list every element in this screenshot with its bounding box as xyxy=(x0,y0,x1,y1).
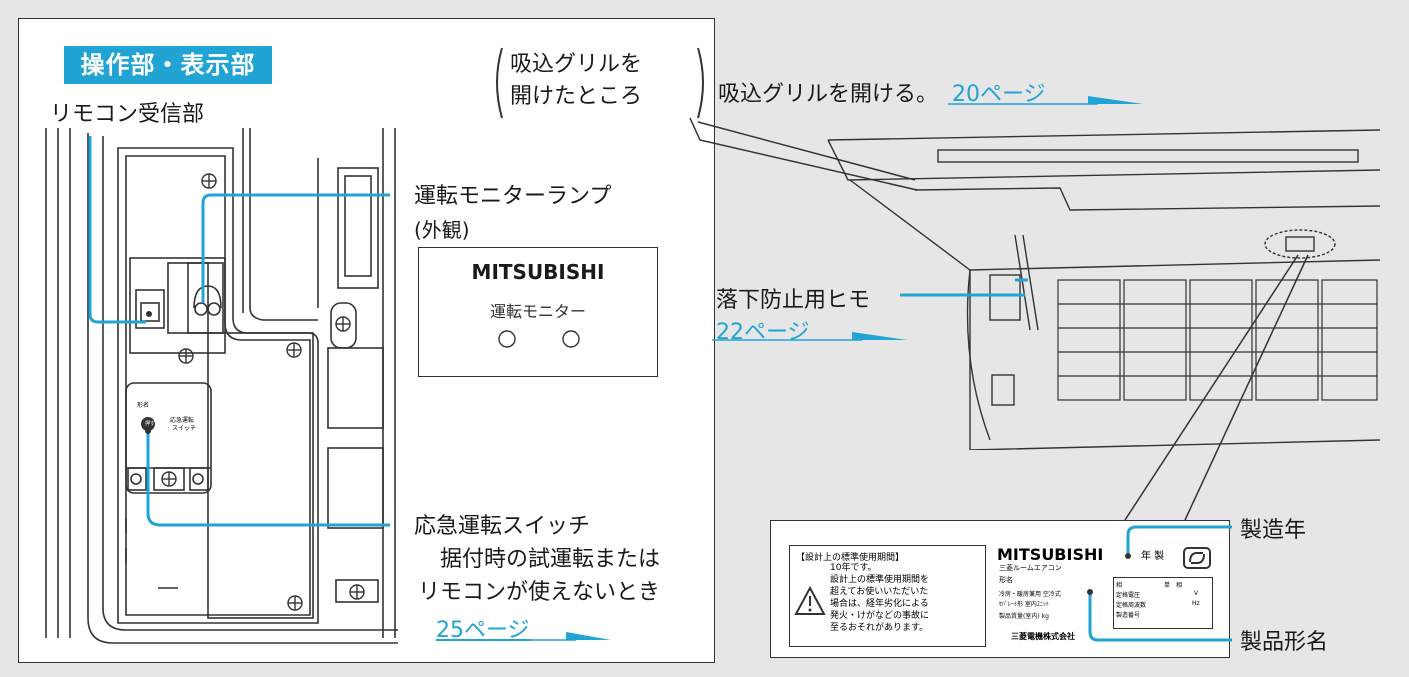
monitor-panel: MITSUBISHI 運転モニター xyxy=(418,247,658,377)
fall-prevention-label: 落下防止用ヒモ xyxy=(716,288,871,313)
emergency-link-arrow xyxy=(436,632,611,641)
rating-table: 相 単 相 定格電圧 V 定格周波数 Hz 製造番号 xyxy=(1113,577,1213,629)
leader-lines xyxy=(88,136,390,527)
warning-line: 場合は、経年劣化による xyxy=(830,599,929,609)
rating-row: 定格周波数 xyxy=(1116,602,1147,609)
monitor-text: 運転モニター xyxy=(489,302,586,321)
recycle-mark-icon xyxy=(1183,547,1211,569)
grille-note-brackets xyxy=(496,47,704,119)
rating-value: V xyxy=(1194,590,1199,597)
grille-note-line1: 吸込グリルを xyxy=(510,52,643,77)
warning-lines: 10年です。 設計上の標準使用期間を 超えてお使いいただいた 場合は、経年劣化に… xyxy=(830,562,929,634)
switch-label-1: 応急運転 xyxy=(170,417,195,424)
rating-row: 製造番号 xyxy=(1116,612,1141,619)
nameplate-row1: 冷房・暖房兼用 空冷式 xyxy=(999,591,1061,598)
nameplate-model-label: 形名 xyxy=(999,576,1013,584)
manufacture-year-label: 製造年 xyxy=(1240,518,1307,543)
open-grille-arrow xyxy=(948,96,1143,105)
open-grille-link[interactable]: 20ページ xyxy=(952,82,1046,107)
emergency-desc-2: リモコンが使えないとき xyxy=(418,580,661,605)
indoor-unit-illustration xyxy=(827,129,1380,450)
indoor-unit-drawing xyxy=(45,128,398,644)
nameplate-maker: 三菱電機株式会社 xyxy=(1011,632,1075,641)
switch-button-text: 押す xyxy=(145,421,156,427)
remote-receiver-label: リモコン受信部 xyxy=(50,102,205,127)
nameplate-row3: 製品質量(室内) kg xyxy=(999,613,1049,620)
product-model-label: 製品形名 xyxy=(1240,630,1329,655)
appearance-label: (外観) xyxy=(414,218,470,242)
warning-line: 設計上の標準使用期間を xyxy=(830,575,930,585)
nameplate-row2: ｾﾊﾟﾚｰﾄ形 室内ﾕﾆｯﾄ xyxy=(999,601,1049,608)
louver-grid xyxy=(1057,279,1378,401)
grille-note-line2: 開けたところ xyxy=(510,84,643,109)
lamp-icon xyxy=(498,330,516,348)
emergency-desc-1: 据付時の試運転または xyxy=(440,547,661,572)
switch-label-2: スイッチ xyxy=(172,425,197,432)
rating-value: Hz xyxy=(1192,600,1200,607)
monitor-lamp-label: 運転モニターランプ xyxy=(414,184,612,209)
monitor-brand: MITSUBISHI xyxy=(471,260,605,284)
screw-symbols xyxy=(161,173,365,611)
fall-leader-line xyxy=(900,293,1025,297)
nameplate-year-label: 年 製 xyxy=(1141,551,1165,562)
warning-line: 超えてお使いいただいた xyxy=(830,587,929,597)
rating-header: 単 相 xyxy=(1164,582,1183,589)
monitor-lamps xyxy=(498,330,580,348)
fall-link-arrow xyxy=(712,332,907,341)
warning-line: 至るおそれがあります。 xyxy=(830,623,929,633)
warning-triangle-icon xyxy=(794,586,826,615)
nameplate-brand: MITSUBISHI xyxy=(997,545,1104,564)
warning-box: 【設計上の標準使用期間】 10年です。 設計上の標準使用期間を 超えてお使いいた… xyxy=(789,545,986,647)
fall-page-link[interactable]: 22ページ xyxy=(716,320,810,345)
section-badge: 操作部・表示部 xyxy=(64,46,272,84)
lamp-icon xyxy=(562,330,580,348)
emergency-switch-label: 応急運転スイッチ xyxy=(414,514,591,539)
warning-line: 発火・けがなどの事故に xyxy=(830,611,930,621)
warning-title: 【設計上の標準使用期間】 xyxy=(796,553,905,563)
nameplate-brand-sub: 三菱ルームエアコン xyxy=(999,564,1062,572)
nameplate: 【設計上の標準使用期間】 10年です。 設計上の標準使用期間を 超えてお使いいた… xyxy=(770,520,1230,658)
model-small-label: 形名 xyxy=(137,402,150,409)
rating-header: 相 xyxy=(1116,582,1123,589)
emergency-page-link[interactable]: 25ページ xyxy=(436,618,530,643)
warning-line: 10年です。 xyxy=(830,563,877,573)
open-grille-label: 吸込グリルを開ける。 xyxy=(718,82,939,107)
rating-row: 定格電圧 xyxy=(1116,592,1141,599)
